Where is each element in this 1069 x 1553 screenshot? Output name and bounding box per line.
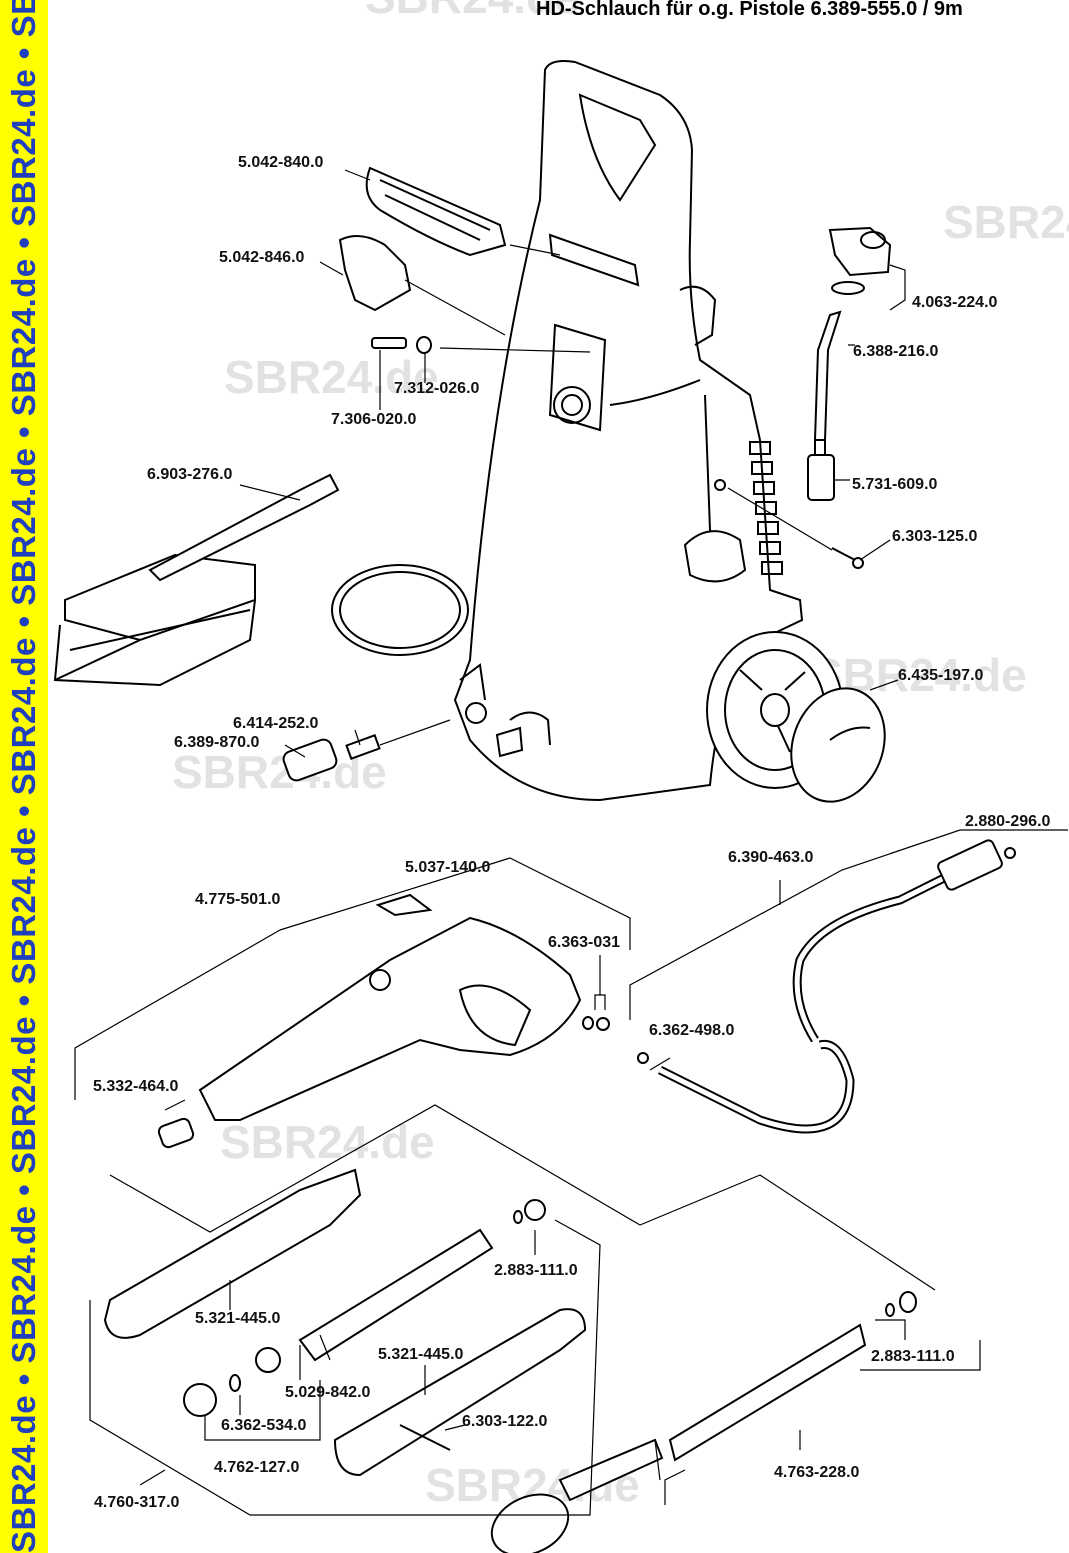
part-label: 2.883-111.0: [494, 1262, 578, 1279]
nozzle-6.362-534.0: [183, 1374, 241, 1417]
screw-6.303-122.0: [399, 1424, 451, 1451]
lance-tube-5.029-842.0: [255, 1228, 494, 1373]
part-label: 6.414-252.0: [233, 715, 319, 732]
wheel-cap-6.435-197.0: [790, 687, 886, 803]
part-label: 5.042-840.0: [238, 154, 324, 171]
part-label: 5.042-846.0: [219, 249, 305, 266]
part-label: 5.332-464.0: [93, 1078, 179, 1095]
side-watermark-band: SBR24.de • SBR24.de • SBR24.de • SBR24.d…: [0, 0, 48, 1553]
nozzle-holder-2.883-111.0: [513, 1199, 546, 1224]
part-label: 6.303-122.0: [462, 1413, 548, 1430]
brush-6.903-276.0: [53, 473, 340, 687]
part-label: 7.306-020.0: [331, 411, 417, 428]
part-label: 6.390-463.0: [728, 849, 814, 866]
part-label: 6.903-276.0: [147, 466, 233, 483]
handle-half-5.321-445.0-b: [333, 1308, 587, 1477]
tube-6.388-216.0: [813, 310, 842, 441]
part-label: 4.762-127.0: [214, 1459, 300, 1476]
handle-half-5.321-445.0: [103, 1168, 362, 1339]
oring-2.880-296.0: [1004, 847, 1016, 859]
part-label: 7.312-026.0: [394, 380, 480, 397]
oring-6.362-498.0: [637, 1052, 649, 1064]
watermark: SBR24.de: [224, 351, 439, 403]
part-label: 6.362-534.0: [221, 1417, 307, 1434]
leader-lines: [74, 169, 1068, 1516]
washer-7.312-026.0: [416, 336, 432, 354]
watermark: SBR24.de: [365, 0, 580, 24]
hose-coil: [331, 564, 469, 656]
step-pads: [749, 441, 783, 575]
nipple-6.414-252.0: [345, 734, 381, 760]
gun-4.775-501.0: [198, 916, 582, 1121]
part-label: 4.763-228.0: [774, 1464, 860, 1481]
cap-4.063-224.0: [828, 226, 892, 295]
spring-5.332-464.0: [157, 1117, 195, 1149]
part-label: 5.321-445.0: [378, 1346, 464, 1363]
part-label: 2.880-296.0: [965, 813, 1051, 830]
handle-grip-5.042-840.0: [365, 166, 507, 257]
part-label: 5.037-140.0: [405, 859, 491, 876]
page-title: HD-Schlauch für o.g. Pistole 6.389-555.0…: [536, 0, 963, 20]
holder-5.042-846.0: [338, 235, 412, 312]
part-label: 5.731-609.0: [852, 476, 938, 493]
part-label: 6.303-125.0: [892, 528, 978, 545]
part-label: 6.362-498.0: [649, 1022, 735, 1039]
hose-6.390-463.0: [657, 839, 1003, 1134]
part-label: 2.883-111.0: [871, 1348, 955, 1365]
screw-6.303-125.0: [831, 547, 864, 569]
nut: [714, 479, 726, 491]
coupling-6.389-870.0: [282, 738, 338, 782]
filter-5.731-609.0: [807, 439, 835, 501]
watermark: SBR24.de: [943, 196, 1069, 248]
part-label: 6.388-216.0: [853, 343, 939, 360]
part-label: 4.775-501.0: [195, 891, 281, 908]
part-label: 5.029-842.0: [285, 1384, 371, 1401]
orings-6.363-031: [582, 1016, 610, 1031]
part-label: 4.760-317.0: [94, 1494, 180, 1511]
part-label: 4.063-224.0: [912, 294, 998, 311]
part-label: 6.363-031: [548, 934, 621, 951]
lance-4.763-228.0: [490, 1291, 917, 1553]
part-label: 5.321-445.0: [195, 1310, 281, 1327]
part-label: 6.435-197.0: [898, 667, 984, 684]
part-label: 6.389-870.0: [174, 734, 260, 751]
clip-5.037-140.0: [375, 893, 433, 917]
screw-7.306-020.0: [371, 337, 407, 349]
